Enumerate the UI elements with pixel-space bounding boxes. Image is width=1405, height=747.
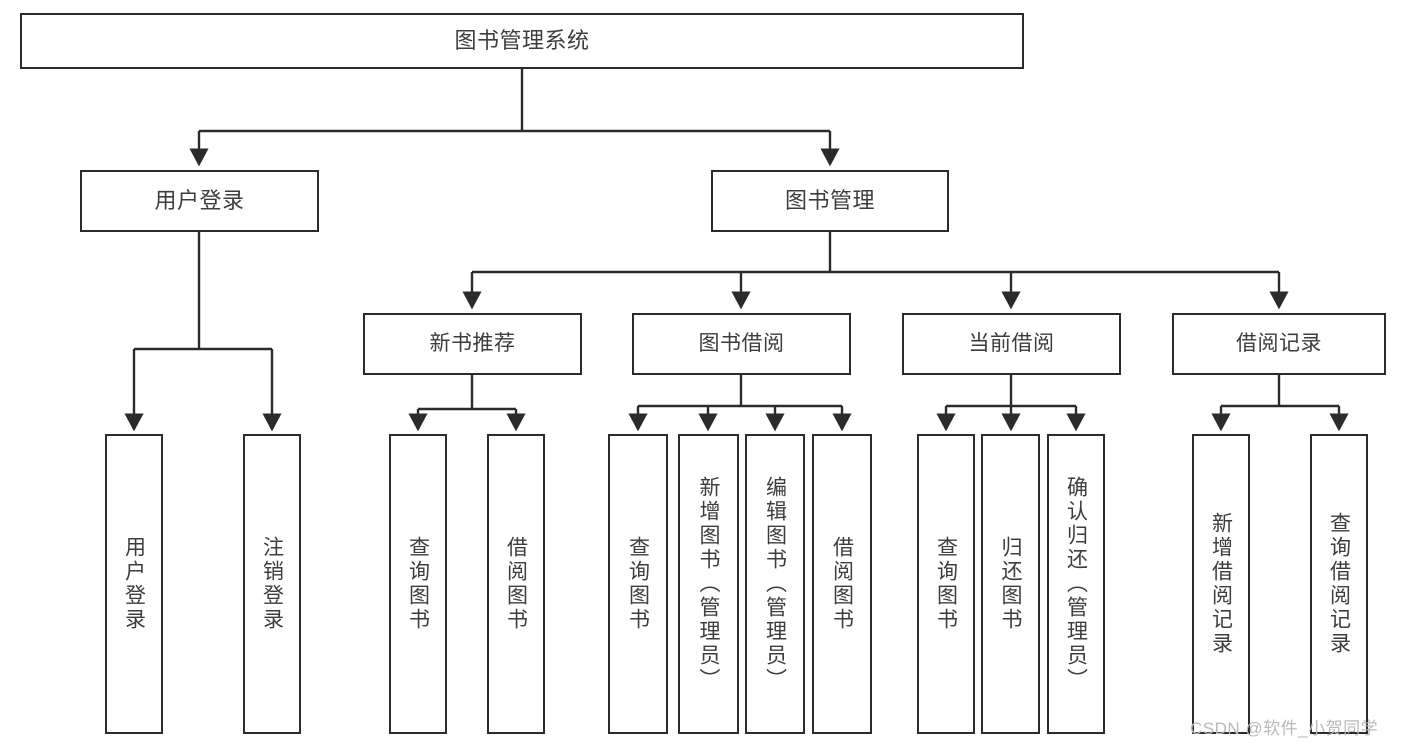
node-leaf-query-book-2-label: 查询图书 <box>626 536 650 632</box>
node-leaf-query-book-2[interactable]: 查询图书 <box>608 434 668 734</box>
node-root-label: 图书管理系统 <box>454 28 590 54</box>
node-leaf-user-login-label: 用户登录 <box>122 536 146 632</box>
node-book-borrow-label: 图书借阅 <box>698 331 785 355</box>
node-leaf-logout-label: 注销登录 <box>260 536 284 632</box>
node-leaf-borrow-book-1[interactable]: 借阅图书 <box>487 434 545 734</box>
node-leaf-confirm-return[interactable]: 确认归还（管理员） <box>1047 434 1105 734</box>
node-leaf-user-login[interactable]: 用户登录 <box>105 434 163 734</box>
node-leaf-add-book[interactable]: 新增图书（管理员） <box>678 434 739 734</box>
node-leaf-add-book-label: 新增图书（管理员） <box>697 476 720 692</box>
node-new-book-recommend-label: 新书推荐 <box>429 331 516 355</box>
node-leaf-add-record-label: 新增借阅记录 <box>1209 512 1233 656</box>
node-current-borrow-label: 当前借阅 <box>968 331 1055 355</box>
node-leaf-add-record[interactable]: 新增借阅记录 <box>1192 434 1250 734</box>
node-leaf-query-record[interactable]: 查询借阅记录 <box>1310 434 1368 734</box>
node-leaf-edit-book[interactable]: 编辑图书（管理员） <box>745 434 805 734</box>
node-leaf-borrow-book-2[interactable]: 借阅图书 <box>812 434 872 734</box>
node-leaf-return-book[interactable]: 归还图书 <box>981 434 1040 734</box>
node-current-borrow[interactable]: 当前借阅 <box>902 313 1121 375</box>
node-user-login-label: 用户登录 <box>154 188 245 214</box>
node-book-manage-label: 图书管理 <box>784 188 875 214</box>
node-leaf-query-record-label: 查询借阅记录 <box>1327 512 1351 656</box>
csdn-watermark: CSDN @软件_小贺同学 <box>1190 719 1379 738</box>
node-book-manage[interactable]: 图书管理 <box>711 170 949 232</box>
node-leaf-edit-book-label: 编辑图书（管理员） <box>763 476 787 692</box>
node-leaf-query-book-3-label: 查询图书 <box>934 536 958 632</box>
node-book-borrow[interactable]: 图书借阅 <box>632 313 851 375</box>
node-borrow-record[interactable]: 借阅记录 <box>1172 313 1386 375</box>
node-borrow-record-label: 借阅记录 <box>1236 331 1322 355</box>
node-user-login[interactable]: 用户登录 <box>80 170 319 232</box>
node-leaf-borrow-book-2-label: 借阅图书 <box>830 536 854 632</box>
node-leaf-confirm-return-label: 确认归还（管理员） <box>1064 476 1088 692</box>
node-leaf-logout[interactable]: 注销登录 <box>243 434 301 734</box>
node-leaf-query-book-1[interactable]: 查询图书 <box>389 434 447 734</box>
node-root[interactable]: 图书管理系统 <box>20 13 1024 69</box>
node-leaf-borrow-book-1-label: 借阅图书 <box>504 536 528 632</box>
node-leaf-query-book-3[interactable]: 查询图书 <box>917 434 975 734</box>
node-leaf-query-book-1-label: 查询图书 <box>406 536 430 632</box>
node-leaf-return-book-label: 归还图书 <box>999 536 1022 632</box>
node-new-book-recommend[interactable]: 新书推荐 <box>363 313 582 375</box>
